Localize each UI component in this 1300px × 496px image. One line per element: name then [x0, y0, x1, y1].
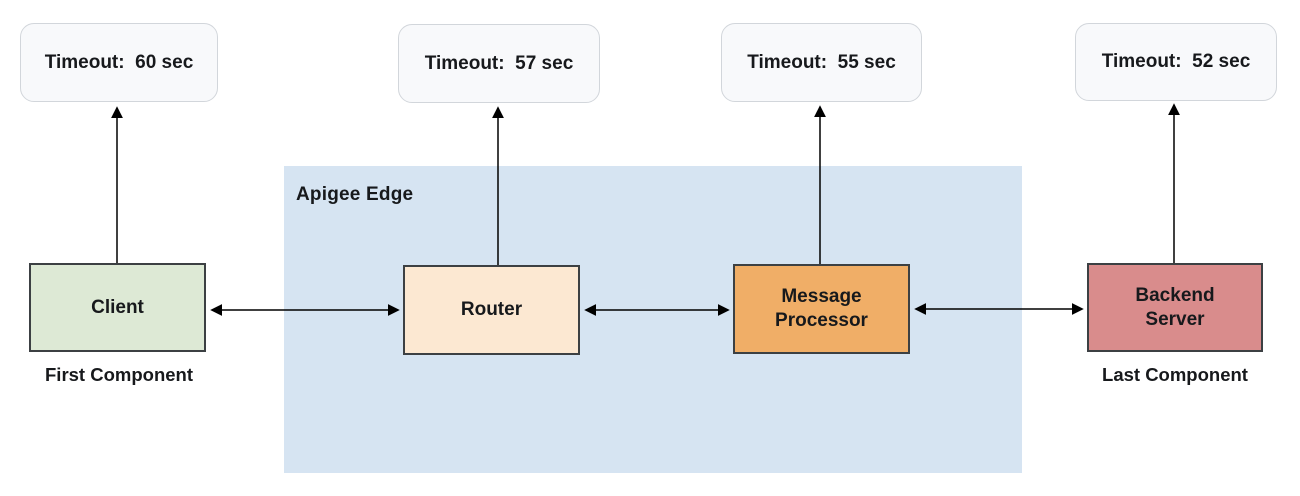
apigee-edge-container — [284, 166, 1022, 473]
component-box-router: Router — [403, 265, 580, 355]
caption-first-component: First Component — [45, 364, 193, 385]
component-box-message-processor-label: Message Processor — [775, 286, 868, 331]
component-box-backend-server: Backend Server — [1087, 263, 1263, 352]
component-box-message-processor: Message Processor — [733, 264, 910, 354]
timeout-box-client-label: Timeout: 60 sec — [44, 51, 194, 73]
component-box-router-label: Router — [460, 299, 523, 321]
timeout-box-client: Timeout: 60 sec — [20, 23, 218, 102]
component-box-backend-server-label: Backend Server — [1135, 284, 1215, 330]
caption-last-component: Last Component — [1102, 364, 1248, 385]
timeout-box-message-processor: Timeout: 55 sec — [721, 23, 922, 102]
timeout-box-message-processor-label: Timeout: 55 sec — [747, 51, 896, 73]
component-box-client-label: Client — [91, 296, 144, 318]
timeout-box-router-label: Timeout: 57 sec — [424, 52, 574, 74]
timeout-box-backend-server: Timeout: 52 sec — [1075, 23, 1277, 101]
timeout-box-router: Timeout: 57 sec — [398, 24, 600, 103]
timeout-box-backend-server-label: Timeout: 52 sec — [1101, 51, 1251, 72]
component-box-client: Client — [29, 263, 206, 352]
apigee-edge-label: Apigee Edge — [296, 184, 414, 205]
